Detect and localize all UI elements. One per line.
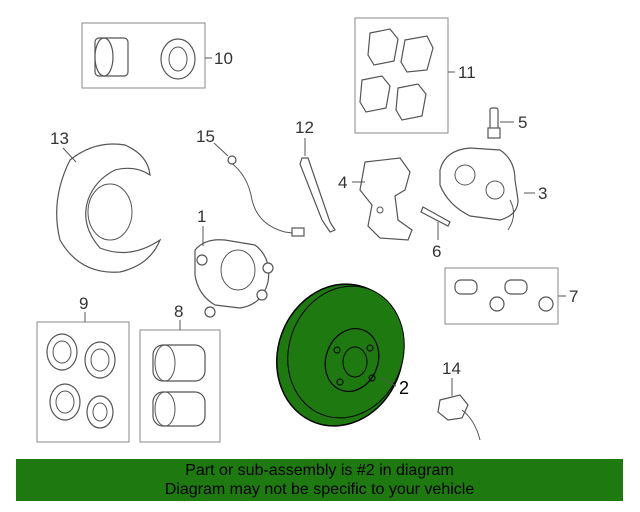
banner-line-1: Part or sub-assembly is #2 in diagram — [185, 462, 454, 479]
callout-15: 15 — [196, 127, 215, 146]
callout-7: 7 — [569, 287, 578, 306]
part-4-caliper-bracket[interactable] — [352, 157, 413, 241]
callout-11: 11 — [458, 63, 476, 82]
part-8-piston-kit[interactable] — [139, 320, 221, 443]
info-banner: Part or sub-assembly is #2 in diagram Di… — [16, 459, 623, 501]
part-1-hub[interactable] — [194, 226, 274, 318]
part-6-guide-pin[interactable] — [420, 206, 451, 240]
callout-10: 10 — [214, 49, 233, 68]
parts-diagram: 10 11 13 15 12 5 4 3 1 6 7 9 8 2 14 — [36, 17, 578, 444]
part-7-boot-kit[interactable] — [444, 267, 566, 325]
callout-1: 1 — [197, 207, 206, 226]
callout-6: 6 — [432, 242, 441, 261]
callout-8: 8 — [174, 302, 183, 321]
callout-2: 2 — [399, 378, 409, 398]
callout-13: 13 — [50, 129, 69, 148]
part-14-wheel-speed-sensor[interactable] — [437, 378, 481, 441]
callout-5: 5 — [518, 113, 527, 132]
part-13-dust-shield[interactable] — [56, 143, 162, 273]
callout-14: 14 — [442, 359, 461, 378]
callout-12: 12 — [295, 118, 314, 137]
callout-4: 4 — [338, 173, 347, 192]
callout-3: 3 — [538, 184, 547, 203]
part-5-bleeder[interactable] — [487, 107, 514, 139]
part-2-brake-rotor[interactable] — [257, 266, 423, 444]
part-11-brake-pads[interactable] — [354, 17, 455, 134]
part-3-caliper[interactable] — [439, 147, 535, 231]
part-10-pistons[interactable] — [81, 22, 212, 89]
part-9-seal-kit[interactable] — [36, 312, 130, 443]
callout-9: 9 — [79, 294, 88, 313]
part-15-brake-hose[interactable] — [213, 142, 305, 237]
banner-line-2: Diagram may not be specific to your vehi… — [164, 481, 475, 498]
part-12-clip[interactable] — [299, 138, 336, 233]
